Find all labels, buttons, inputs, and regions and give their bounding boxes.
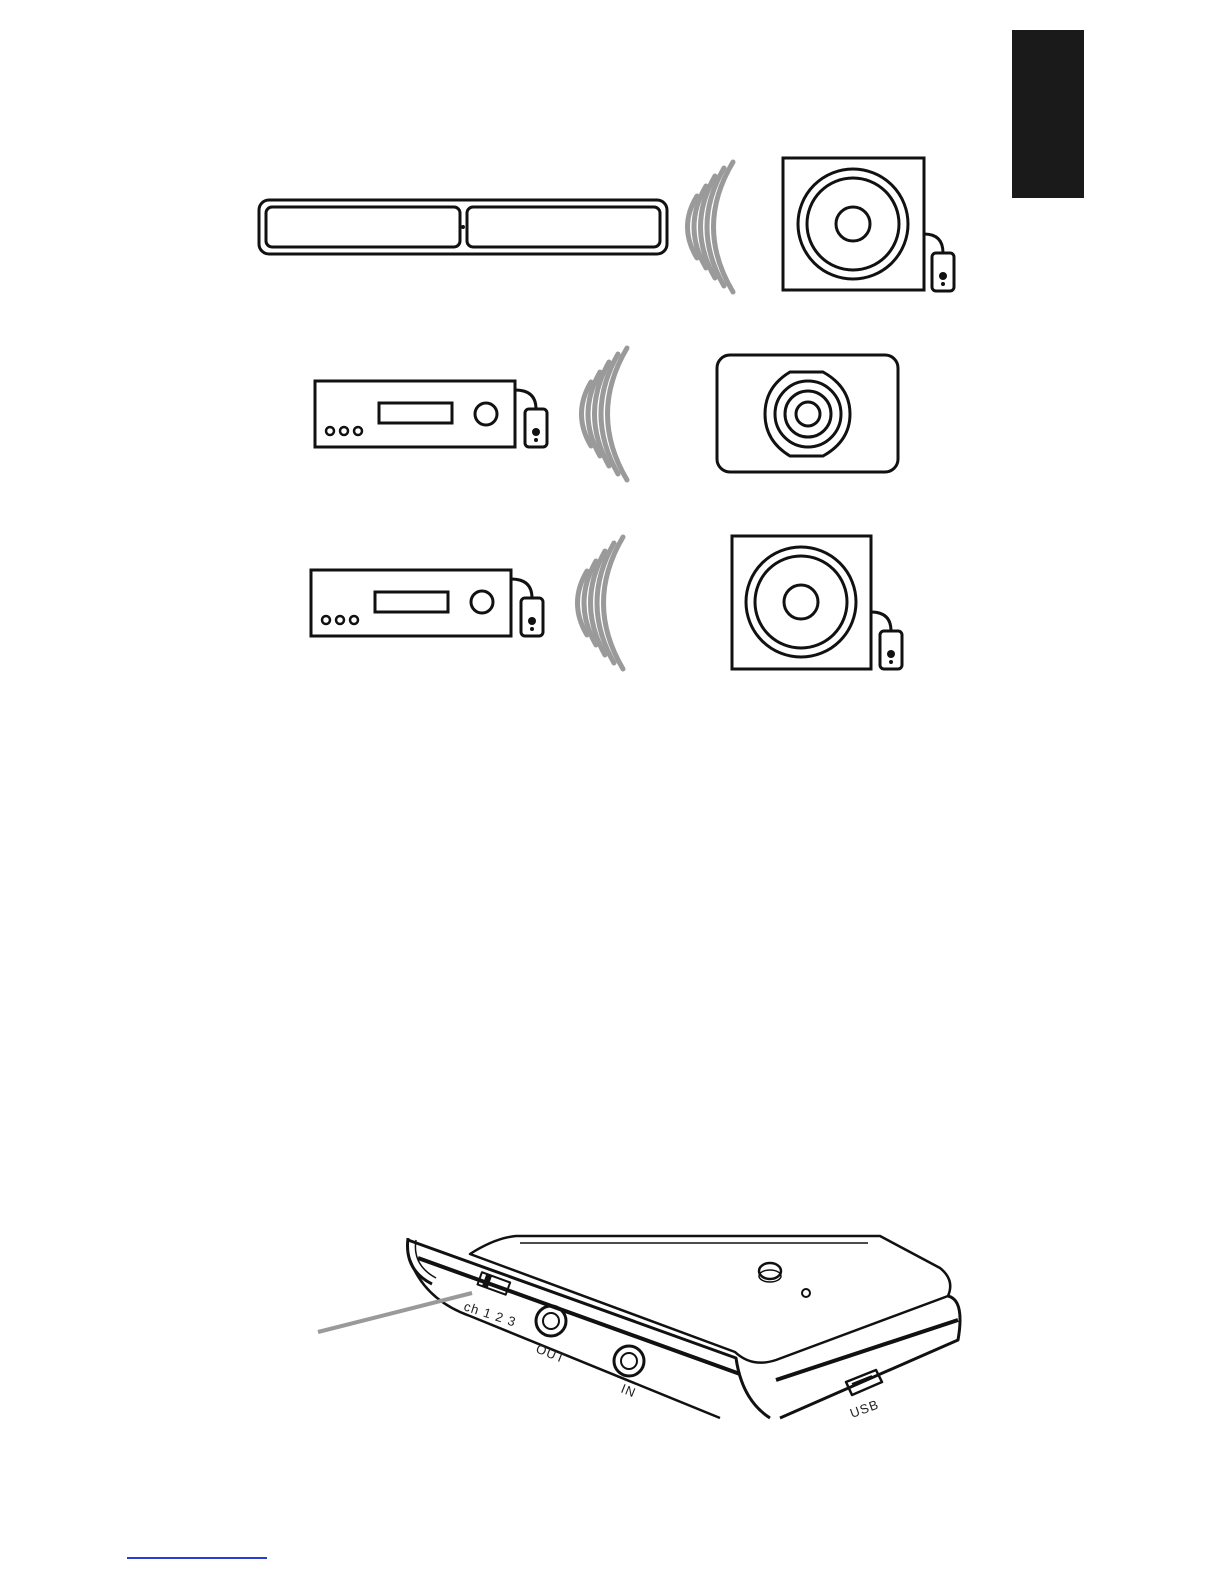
usb-port-label: USB	[848, 1397, 881, 1421]
wireless-waves-icon	[582, 348, 628, 480]
receiver-icon	[311, 570, 532, 636]
channel-switch-pointer	[318, 1293, 472, 1332]
adapter-device-illustration	[408, 1236, 961, 1418]
receiver-icon	[315, 381, 536, 447]
wireless-adapter-icon	[525, 409, 547, 447]
speaker-icon	[717, 355, 898, 472]
wireless-adapter-icon	[521, 598, 543, 636]
out-jack-label: OUT	[534, 1341, 568, 1366]
wireless-waves-icon	[578, 537, 624, 669]
subwoofer-icon	[732, 536, 891, 669]
wireless-adapter-icon	[880, 631, 902, 669]
soundbar-icon	[259, 200, 667, 254]
wireless-adapter-icon	[932, 253, 954, 291]
wireless-waves-icon	[688, 162, 734, 292]
footer-link-underline[interactable]	[127, 1557, 267, 1559]
subwoofer-icon	[783, 158, 943, 290]
